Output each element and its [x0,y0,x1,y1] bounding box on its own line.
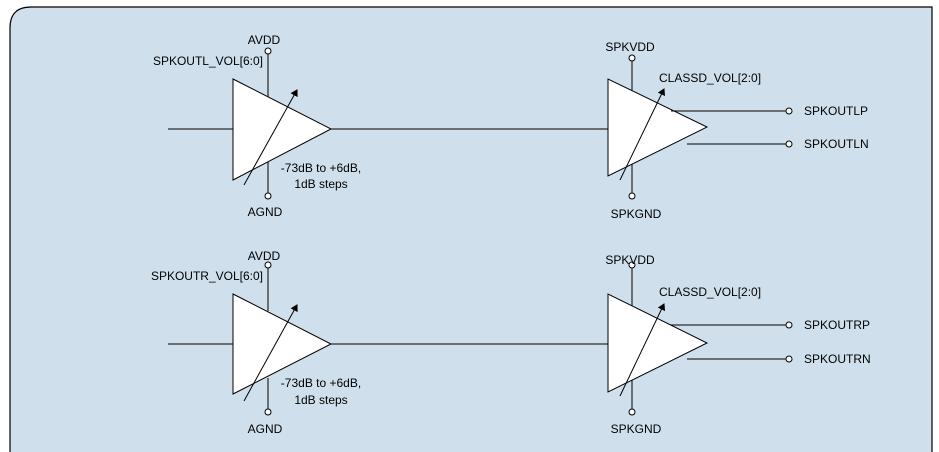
right-volume-control-label: SPKOUTR_VOL[6:0] [151,269,263,283]
left-output-p-terminal [785,107,793,115]
left-gain-range-line2: 1dB steps [294,177,347,191]
left-pga-ground-terminal [264,192,272,200]
right-output-p-label: SPKOUTRP [804,318,870,332]
right-output-p-terminal [785,321,793,329]
right-pga-ground-label: AGND [248,422,283,436]
left-classd-volume-label: CLASSD_VOL[2:0] [659,71,761,85]
right-classd-gain-arrow [619,303,666,397]
right-pga-supply-label: AVDD [248,249,281,263]
left-classd-supply-label: SPKVDD [605,40,655,54]
left-pga-supply-label: AVDD [248,33,281,47]
diagram-panel [9,6,933,452]
right-pga-amplifier [232,293,333,395]
left-pga-ground-label: AGND [248,205,283,219]
left-classd-gain-arrow [619,88,665,181]
right-gain-range-line2: 1dB steps [294,393,347,407]
right-classd-ground-terminal [628,408,636,416]
left-volume-control-label: SPKOUTL_VOL[6:0] [153,54,263,68]
channel-left: AVDD AGND SPKOUTL_VOL[6:0] -73dB to +6dB… [153,33,869,221]
left-output-n-terminal [785,140,793,148]
right-classd-supply-terminal [628,261,636,269]
left-classd-supply-terminal [628,54,636,62]
left-pga-supply-terminal [264,47,272,55]
right-classd-volume-label: CLASSD_VOL[2:0] [659,285,761,299]
right-pga-gain-arrow [243,304,298,402]
left-output-n-label: SPKOUTLN [804,137,869,151]
right-classd-ground-label: SPKGND [611,422,662,436]
right-pga-ground-terminal [264,408,272,416]
channel-right: AVDD AGND SPKOUTR_VOL[6:0] -73dB to +6dB… [151,249,871,436]
left-pga-amplifier [232,78,333,181]
right-output-n-label: SPKOUTRN [804,352,871,366]
left-classd-ground-label: SPKGND [611,207,662,221]
right-output-n-terminal [785,355,793,363]
left-pga-gain-arrow [243,89,298,186]
right-pga-supply-terminal [264,261,272,269]
right-gain-range-line1: -73dB to +6dB, [281,376,361,390]
left-classd-ground-terminal [628,192,636,200]
left-output-p-label: SPKOUTLP [804,104,868,118]
left-gain-range-line1: -73dB to +6dB, [281,161,361,175]
right-classd-supply-label: SPKVDD [605,253,655,267]
